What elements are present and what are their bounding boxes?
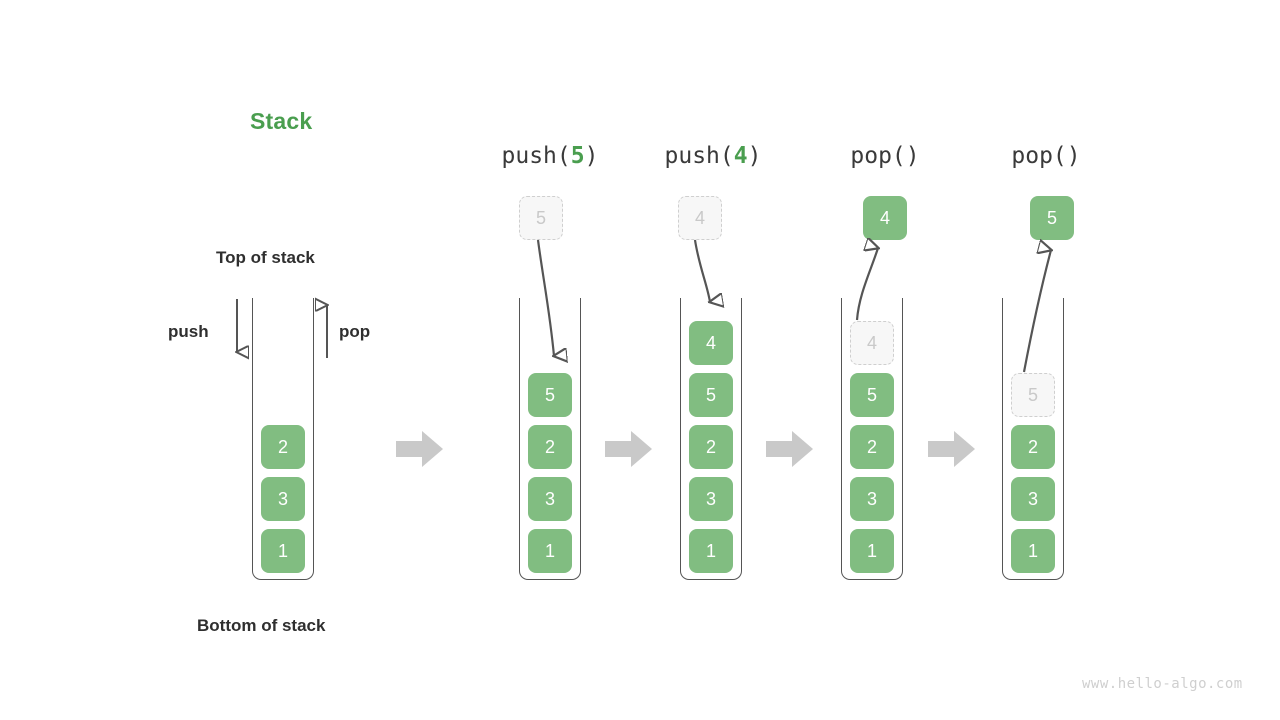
stack-cell-ghost: 4	[850, 321, 894, 365]
stack-cell: 2	[850, 425, 894, 469]
stack-cell: 1	[850, 529, 894, 573]
stack-container	[680, 298, 742, 580]
floating-element: 4	[678, 196, 722, 240]
stack-cell: 5	[850, 373, 894, 417]
pop-direction-arrow	[315, 296, 345, 358]
stack-cell: 3	[1011, 477, 1055, 521]
pop-motion-arrow	[1022, 238, 1070, 373]
operation-suffix: )	[747, 143, 762, 169]
pop-motion-arrow	[855, 238, 895, 321]
operation-prefix: push(	[501, 143, 571, 169]
stack-cell: 3	[261, 477, 305, 521]
floating-element: 5	[519, 196, 563, 240]
stack-container	[252, 298, 314, 580]
operation-prefix: pop()	[1011, 143, 1081, 169]
watermark: www.hello-algo.com	[1082, 676, 1243, 692]
stack-cell: 4	[689, 321, 733, 365]
stack-cell: 3	[528, 477, 572, 521]
floating-element: 5	[1030, 196, 1074, 240]
operation-value: 5	[570, 143, 585, 169]
stack-cell: 3	[689, 477, 733, 521]
stack-cell: 2	[528, 425, 572, 469]
stack-cell: 2	[689, 425, 733, 469]
bottom-of-stack-label: Bottom of stack	[197, 616, 326, 635]
stack-cell: 2	[1011, 425, 1055, 469]
pop-label: pop	[339, 322, 371, 341]
push-motion-arrow	[693, 239, 733, 328]
push-direction-arrow	[225, 299, 255, 366]
operation-label: pop()	[976, 143, 1116, 169]
transition-arrow	[766, 431, 813, 467]
stack-cell-ghost: 5	[1011, 373, 1055, 417]
stack-cell: 5	[528, 373, 572, 417]
transition-arrow	[396, 431, 443, 467]
operation-label: push(5)	[480, 143, 620, 169]
top-of-stack-label: Top of stack	[216, 248, 315, 267]
push-motion-arrow	[536, 239, 574, 378]
diagram-title: Stack	[250, 108, 313, 134]
stack-cell: 1	[528, 529, 572, 573]
operation-value: 4	[733, 143, 748, 169]
stack-cell: 2	[261, 425, 305, 469]
stack-container	[1002, 298, 1064, 580]
push-label: push	[168, 322, 209, 341]
stack-cell: 3	[850, 477, 894, 521]
operation-prefix: pop()	[850, 143, 920, 169]
stack-cell: 1	[1011, 529, 1055, 573]
operation-label: pop()	[815, 143, 955, 169]
operation-suffix: )	[584, 143, 599, 169]
stack-cell: 5	[689, 373, 733, 417]
transition-arrow	[605, 431, 652, 467]
stack-container	[841, 298, 903, 580]
stack-cell: 1	[261, 529, 305, 573]
operation-label: push(4)	[643, 143, 783, 169]
stack-cell: 1	[689, 529, 733, 573]
stack-container	[519, 298, 581, 580]
floating-element: 4	[863, 196, 907, 240]
transition-arrow	[928, 431, 975, 467]
operation-prefix: push(	[664, 143, 734, 169]
